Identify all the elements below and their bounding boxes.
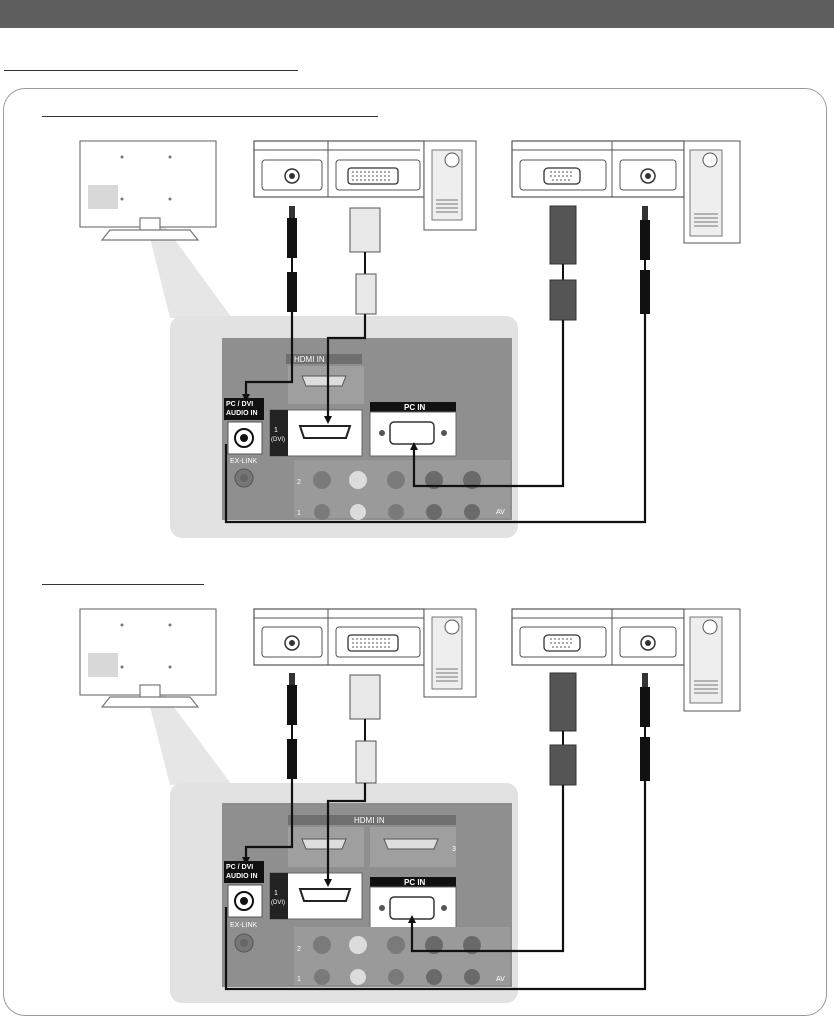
computer-tower-icon: [511, 608, 741, 712]
dvi-cable-icon: [324, 674, 381, 887]
av-row-top-label: 2: [297, 479, 301, 486]
tv-back-icon: [79, 608, 217, 708]
hdmi-port-3-label: 3: [452, 846, 456, 853]
av-row-top-label: 2: [297, 946, 301, 953]
pc-dvi-audio-label-2: AUDIO IN: [226, 873, 258, 880]
vga-cable-icon: [410, 205, 577, 488]
pc-dvi-audio-label-1: PC / DVI: [226, 401, 253, 408]
tv-jack-panel: HDMI IN 3 1 (DVI) PC IN PC / DVI AUDIO I…: [222, 803, 512, 987]
scene-1: HDMI IN 1 (DVI) PC IN PC / DVI AUDIO IN …: [79, 140, 741, 538]
computer-tower-icon: [253, 608, 477, 698]
tv-jack-panel: HDMI IN 1 (DVI) PC IN PC / DVI AUDIO IN …: [222, 338, 512, 520]
rca-cable-icon: [224, 673, 650, 991]
section-2-rule: [42, 584, 204, 585]
vga-cable-icon: [408, 672, 577, 953]
header-rule: [4, 70, 298, 71]
av-row-bottom-label: 1: [297, 510, 301, 517]
pc-dvi-audio-label-2: AUDIO IN: [226, 410, 258, 417]
dvi-port-number: 1: [274, 427, 278, 434]
zoom-callout-beam: [146, 691, 232, 785]
pc-in-label: PC IN: [404, 878, 426, 887]
scene-2: HDMI IN 3 1 (DVI) PC IN PC / DVI AUDIO I…: [79, 608, 741, 1003]
pc-in-label: PC IN: [404, 403, 426, 412]
hdmi-in-label: HDMI IN: [294, 355, 325, 364]
dvi-port-tag: (DVI): [271, 437, 285, 443]
section-1-rule: [42, 116, 378, 117]
pc-dvi-audio-label-1: PC / DVI: [226, 864, 253, 871]
ex-link-label: EX-LINK: [230, 458, 258, 465]
dvi-port-number: 1: [274, 890, 278, 897]
rca-cable-icon: [242, 206, 297, 402]
tv-back-icon: [79, 140, 217, 241]
computer-tower-icon: [253, 140, 477, 231]
av-label: AV: [496, 976, 505, 983]
dvi-port-tag: (DVI): [271, 900, 285, 906]
av-label: AV: [496, 509, 505, 516]
top-bar: [0, 0, 834, 28]
zoom-callout-beam: [146, 222, 232, 318]
rca-cable-icon: [242, 673, 297, 865]
av-row-bottom-label: 1: [297, 976, 301, 983]
rca-cable-icon: [224, 206, 650, 524]
computer-tower-icon: [511, 140, 741, 244]
ex-link-label: EX-LINK: [230, 922, 258, 929]
dvi-cable-icon: [324, 207, 381, 424]
hdmi-in-label: HDMI IN: [354, 816, 385, 825]
